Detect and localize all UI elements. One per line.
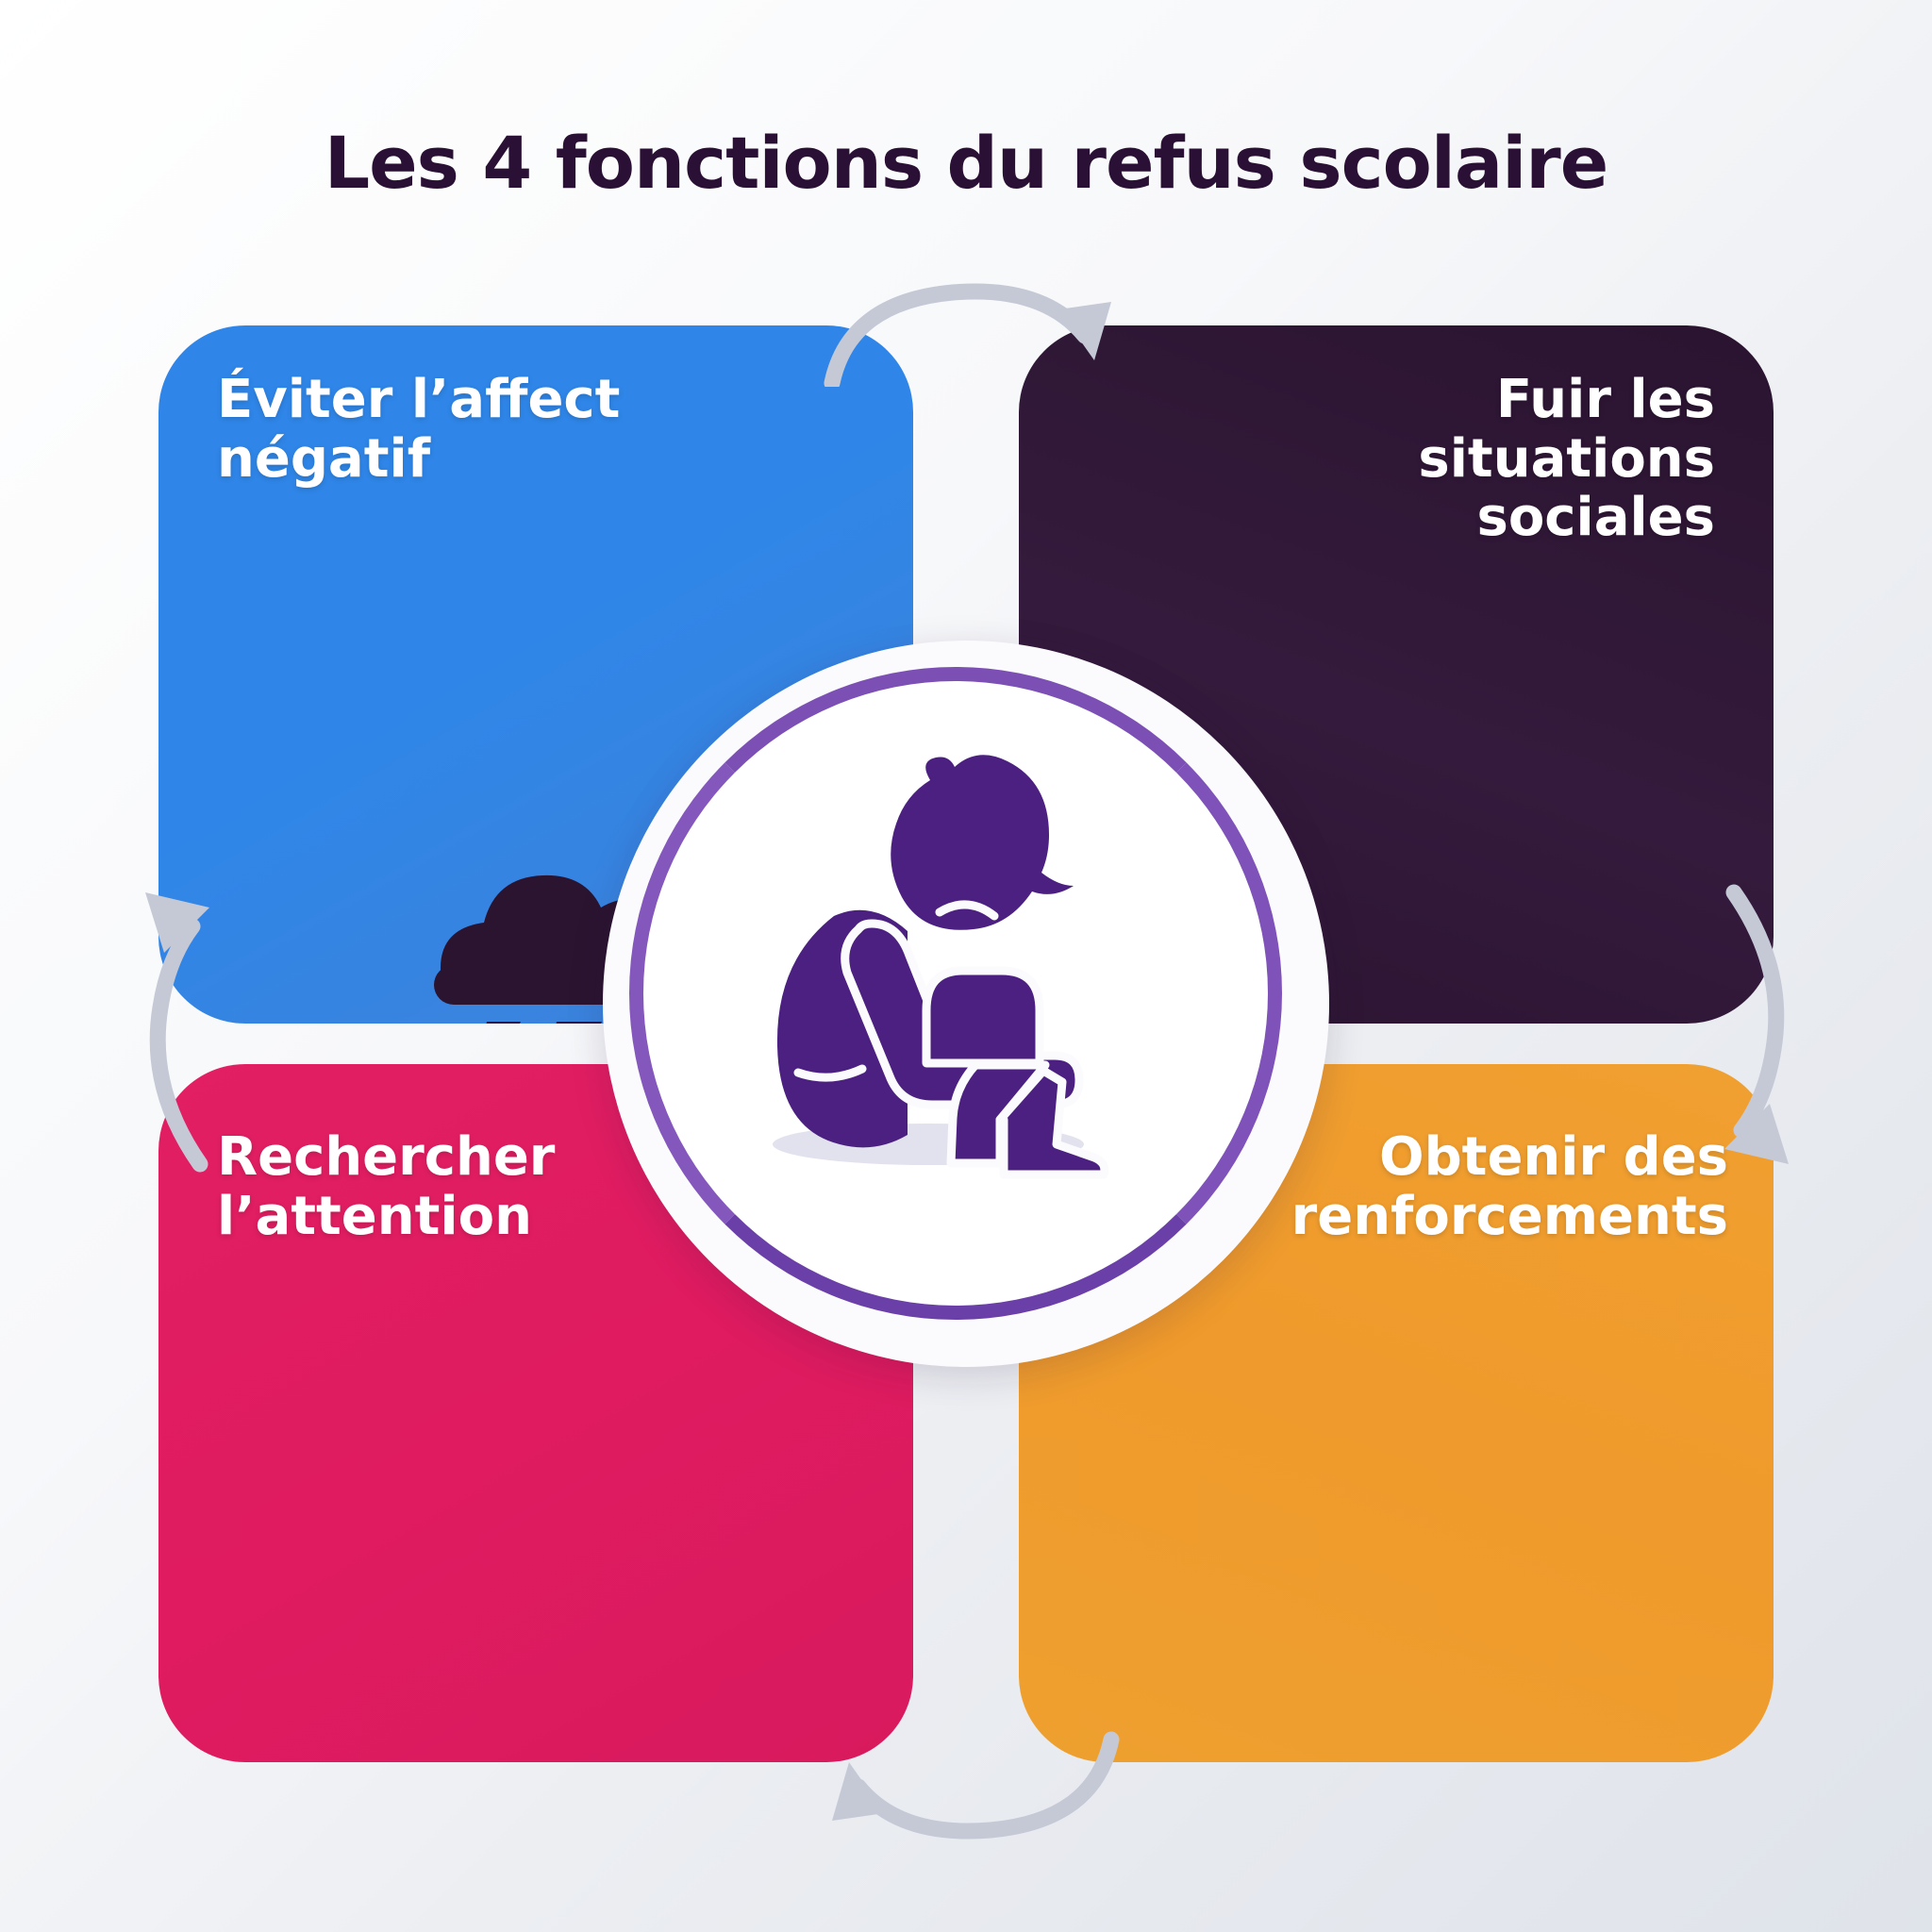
card-eviter-affect-negatif[interactable]: Éviter l’affect négatif [158, 325, 913, 1024]
card-label-line-2: l’attention [217, 1185, 532, 1247]
card-label-eviter-affect-negatif: Éviter l’affect négatif [217, 369, 745, 490]
sad-child-curled-up-icon [692, 744, 1164, 1192]
card-label-rechercher-attention: Rechercher l’attention [217, 1126, 745, 1247]
card-label-line-2: négatif [217, 427, 431, 490]
arrow-right [1717, 877, 1849, 1184]
arrow-top [811, 264, 1132, 391]
card-label-line-1: Obtenir des [1378, 1126, 1728, 1188]
card-label-line-1: Éviter l’affect [217, 369, 621, 430]
card-label-fuir-situations-sociales: Fuir les situations sociales [1187, 369, 1716, 549]
card-label-line-2: renforcements [1291, 1185, 1728, 1247]
center-medallion[interactable] [603, 641, 1329, 1367]
arrow-bottom [811, 1726, 1132, 1854]
card-label-obtenir-renforcements: Obtenir des renforcements [1143, 1126, 1728, 1247]
card-label-line-1: Rechercher [217, 1126, 556, 1188]
arrow-left [85, 877, 217, 1184]
card-label-line-2: sociales [1476, 487, 1716, 549]
card-label-line-1: Fuir les situations [1418, 369, 1715, 490]
card-obtenir-renforcements[interactable]: Obtenir des renforcements [1019, 1064, 1774, 1762]
page-title: Les 4 fonctions du refus scolaire [324, 121, 1609, 205]
